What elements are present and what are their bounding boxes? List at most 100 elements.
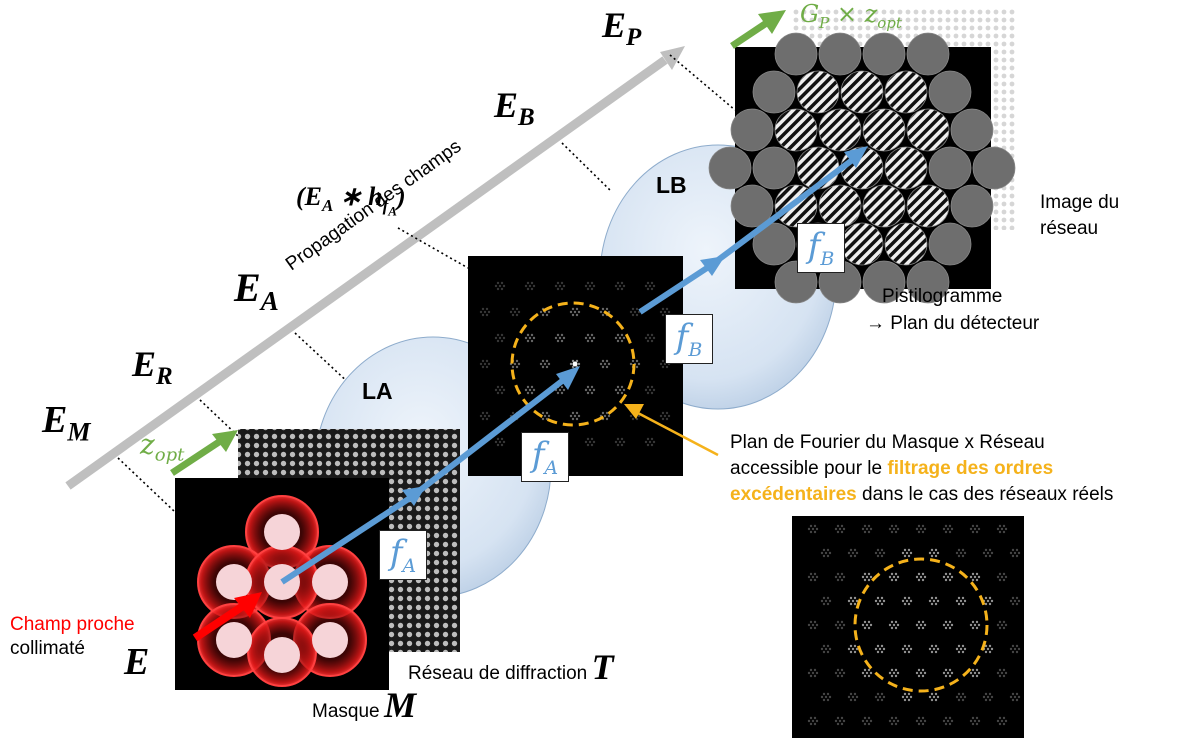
diffraction-spot (530, 281, 534, 285)
diffraction-spot (903, 602, 907, 606)
diffraction-spot (849, 554, 853, 558)
diffraction-spot (637, 362, 641, 366)
diffraction-spot (809, 530, 813, 534)
diffraction-spot (855, 647, 859, 651)
diffraction-spot (934, 692, 938, 696)
diffraction-spot (834, 575, 838, 579)
diffraction-spot (888, 527, 892, 531)
diffraction-spot (930, 650, 934, 654)
diffraction-spot (878, 551, 882, 555)
diffraction-spot (905, 647, 909, 651)
diffraction-spot (807, 575, 811, 579)
diffraction-spot (588, 336, 592, 340)
diffraction-spot (635, 313, 639, 317)
diffraction-spot (971, 626, 975, 630)
diffraction-spot (481, 307, 485, 311)
diffraction-spot (1002, 722, 1006, 726)
diffraction-spot (646, 437, 650, 441)
diffraction-spot (629, 310, 633, 314)
pupil-subaperture (884, 146, 928, 190)
diffraction-spot (849, 650, 853, 654)
diffraction-spot (948, 668, 952, 672)
diffraction-spot (963, 551, 967, 555)
diffraction-spot (867, 722, 871, 726)
diffraction-spot (1017, 695, 1021, 699)
diffraction-spot (984, 692, 988, 696)
diffraction-spot (511, 411, 515, 415)
lens-b-label: LB (656, 172, 687, 198)
diffraction-spot (869, 719, 873, 723)
diffraction-spot (948, 572, 952, 576)
diffraction-spot (851, 695, 855, 699)
diffraction-spot (944, 620, 948, 624)
pupil-subaperture (906, 108, 950, 152)
diffraction-spot (828, 647, 832, 651)
diffraction-spot (990, 551, 994, 555)
diffraction-spot (901, 695, 905, 699)
label-EA: EA (234, 265, 279, 316)
diffraction-spot (853, 554, 857, 558)
diffraction-spot (855, 695, 859, 699)
diffraction-spot (919, 719, 923, 723)
label-EM: EM (42, 399, 91, 447)
diffraction-spot (601, 365, 605, 369)
diffraction-spot (1015, 692, 1019, 696)
diffraction-spot (1009, 647, 1013, 651)
diffraction-spot (934, 548, 938, 552)
diffraction-spot (988, 548, 992, 552)
diffraction-spot (807, 719, 811, 723)
diffraction-spot (836, 578, 840, 582)
diffraction-spot (541, 359, 545, 363)
diffraction-spot (644, 388, 648, 392)
diffraction-spot (1015, 548, 1019, 552)
diffraction-spot (644, 284, 648, 288)
diffraction-spot (851, 599, 855, 603)
diffraction-spot (840, 668, 844, 672)
diffraction-spot (1002, 578, 1006, 582)
diffraction-spot (847, 647, 851, 651)
diffraction-spot (1013, 551, 1017, 555)
diffraction-spot (986, 551, 990, 555)
diffraction-spot (869, 527, 873, 531)
diffraction-spot (984, 644, 988, 648)
diffraction-spot (556, 339, 560, 343)
diffraction-spot (500, 281, 504, 285)
diffraction-spot (571, 417, 575, 421)
diffraction-spot (890, 572, 894, 576)
diffraction-spot (528, 284, 532, 288)
diffraction-spot (944, 668, 948, 672)
diffraction-spot (620, 443, 624, 447)
diffraction-spot (560, 385, 564, 389)
diffraction-spot (923, 527, 927, 531)
diffraction-spot (851, 551, 855, 555)
diffraction-spot (554, 284, 558, 288)
diffraction-spot (502, 440, 506, 444)
diffraction-spot (971, 530, 975, 534)
diffraction-spot (571, 359, 575, 363)
pupil-subaperture (928, 146, 972, 190)
diffraction-spot (826, 548, 830, 552)
diffraction-spot (921, 722, 925, 726)
diffraction-spot (815, 527, 819, 531)
pupil-subaperture (818, 184, 862, 228)
diffraction-spot (528, 388, 532, 392)
diffraction-spot (1011, 650, 1015, 654)
diffraction-spot (863, 572, 867, 576)
pupil-subaperture (730, 184, 774, 228)
diffraction-spot (485, 359, 489, 363)
diffraction-spot (921, 524, 925, 528)
diffraction-spot (665, 417, 669, 421)
diffraction-spot (930, 596, 934, 600)
diffraction-spot (892, 623, 896, 627)
diffraction-spot (942, 527, 946, 531)
diffraction-spot (861, 527, 865, 531)
diffraction-spot (644, 336, 648, 340)
diffraction-spot (616, 339, 620, 343)
diffraction-spot (603, 414, 607, 418)
fourier-description-3: excédentaires dans le cas des réseaux ré… (730, 484, 1114, 505)
diffraction-spot (530, 339, 534, 343)
diffraction-spot (815, 671, 819, 675)
diffraction-spot (928, 599, 932, 603)
diffraction-spot (543, 414, 547, 418)
diffraction-spot (532, 388, 536, 392)
